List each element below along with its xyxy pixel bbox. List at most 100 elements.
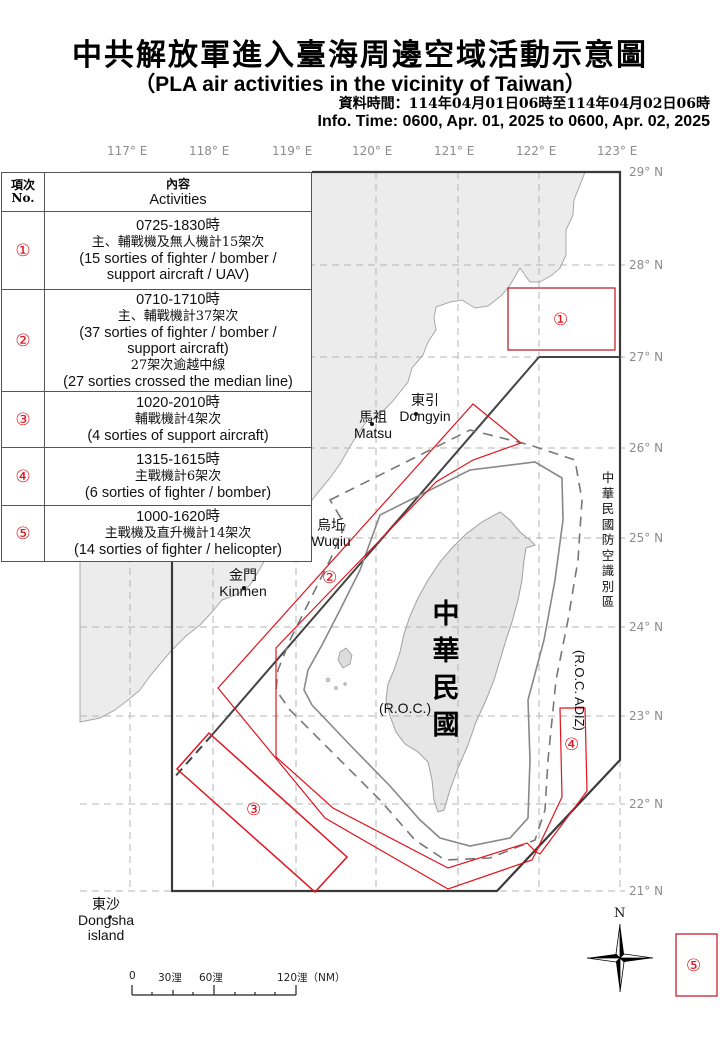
label-adiz-en: (R.O.C. ADIZ) <box>572 650 587 731</box>
label-dongsha-en: Dongsha <box>77 912 135 928</box>
legend-row-4: ④ 1315-1615時 主戰機計6架次 (6 sorties of fight… <box>1 447 312 506</box>
legend-row-number: ① <box>1 211 45 290</box>
row-time: 1020-2010時 <box>136 395 220 411</box>
header-activities-en: Activities <box>149 192 207 208</box>
lon-tick-120: 120° E <box>352 144 393 158</box>
scale-label-30: 30浬 <box>158 972 182 984</box>
legend-header-row: 項次 No. 內容 Activities <box>1 172 312 212</box>
label-matsu: 馬祖 Matsu <box>348 411 398 441</box>
label-matsu-en: Matsu <box>353 425 393 441</box>
lat-tick-21: 21° N <box>629 884 664 898</box>
legend-row-number: ② <box>1 289 45 392</box>
contiguous-zone-line <box>275 429 583 861</box>
lon-tick-119: 119° E <box>272 144 313 158</box>
zone-marker-1: ① <box>553 310 569 330</box>
lat-tick-28: 28° N <box>629 258 664 272</box>
label-wuqiu-zh: 烏坵 <box>317 518 345 534</box>
legend-row-content: 0725-1830時 主、輔戰機及無人機計15架次 (15 sorties of… <box>44 211 312 290</box>
activity-zone-4 <box>535 707 588 855</box>
legend-header-activities: 內容 Activities <box>44 172 312 212</box>
page-title: 中共解放軍進入臺海周邊空域活動示意圖 <box>72 38 648 73</box>
row-zh: 主、輔戰機及無人機計15架次 <box>91 235 265 250</box>
header-no-zh: 項次 <box>10 178 35 192</box>
compass-rose-icon <box>586 923 654 993</box>
label-dongsha-zh: 東沙 <box>92 897 120 913</box>
row-median-zh: 27架次逾越中線 <box>130 357 226 373</box>
label-dongsha-en-cont: island <box>87 927 125 943</box>
row-en-cont: support aircraft / UAV) <box>106 267 250 283</box>
lon-tick-118: 118° E <box>189 144 230 158</box>
legend-row-number: ⑤ <box>1 505 45 562</box>
lon-tick-123: 123° E <box>597 144 638 158</box>
row-zh: 主戰機計6架次 <box>134 469 222 484</box>
lat-tick-26: 26° N <box>629 441 664 455</box>
legend-row-3: ③ 1020-2010時 輔戰機計4架次 (4 sorties of suppo… <box>1 391 312 448</box>
legend-row-5: ⑤ 1000-1620時 主戰機及直升機計14架次 (14 sorties of… <box>1 505 312 562</box>
label-dongyin-zh: 東引 <box>411 393 439 409</box>
row-time: 0725-1830時 <box>136 218 220 234</box>
activity-zone-2 <box>217 403 537 890</box>
row-en-cont: support aircraft) <box>127 340 229 357</box>
row-en: (6 sorties of fighter / bomber) <box>84 485 272 501</box>
row-time: 1315-1615時 <box>136 452 220 468</box>
legend-row-1: ① 0725-1830時 主、輔戰機及無人機計15架次 (15 sorties … <box>1 211 312 290</box>
scale-label-60: 60浬 <box>199 972 223 984</box>
row-en: (37 sorties of fighter / bomber / <box>79 324 277 341</box>
page-subtitle: （PLA air activities in the vicinity of T… <box>134 73 586 96</box>
label-kinmen-zh: 金門 <box>229 568 257 584</box>
activity-zones <box>175 287 718 997</box>
place-dots <box>108 412 418 919</box>
label-kinmen: 金門 Kinmen <box>214 569 272 599</box>
lon-tick-122: 122° E <box>516 144 557 158</box>
activity-zone-1 <box>507 287 616 351</box>
legend-row-number: ③ <box>1 391 45 448</box>
label-dongyin-en: Dongyin <box>399 408 451 424</box>
scale-bar <box>131 985 297 996</box>
penghu-islands <box>325 647 353 690</box>
lon-tick-117: 117° E <box>107 144 148 158</box>
label-dongyin: 東引 Dongyin <box>390 394 460 424</box>
legend-row-content: 1020-2010時 輔戰機計4架次 (4 sorties of support… <box>44 391 312 448</box>
legend-row-content: 1315-1615時 主戰機計6架次 (6 sorties of fighter… <box>44 447 312 506</box>
row-time: 1000-1620時 <box>136 509 220 525</box>
row-zh: 主、輔戰機計37架次 <box>117 308 239 324</box>
row-en: (4 sorties of support aircraft) <box>87 428 269 444</box>
legend-row-2: ② 0710-1710時 主、輔戰機計37架次 (37 sorties of f… <box>1 289 312 392</box>
scale-label-120: 120浬（NM） <box>277 972 346 984</box>
activity-zone-5 <box>675 933 718 997</box>
label-wuqiu-en: Wuqiu <box>311 533 351 549</box>
activities-legend-table: 項次 No. 內容 Activities ① 0725-1830時 主、輔戰機及… <box>1 172 312 562</box>
row-zh: 主戰機及直升機計14架次 <box>104 526 252 541</box>
header-activities-zh: 內容 <box>165 177 190 191</box>
roc-adiz-boundary <box>170 170 622 893</box>
label-kinmen-en: Kinmen <box>219 583 267 599</box>
row-time: 0710-1710時 <box>136 291 220 308</box>
row-median-en: (27 sorties crossed the median line) <box>63 373 293 390</box>
label-matsu-zh: 馬祖 <box>359 410 387 426</box>
lat-tick-27: 27° N <box>629 350 664 364</box>
compass-north-label: N <box>614 906 626 921</box>
label-roc-en: (R.O.C.) <box>379 700 432 716</box>
zone-marker-5: ⑤ <box>686 956 702 976</box>
taiwan-land <box>385 511 536 813</box>
zone-marker-3: ③ <box>246 800 262 820</box>
legend-row-content: 1000-1620時 主戰機及直升機計14架次 (14 sorties of f… <box>44 505 312 562</box>
legend-header-no: 項次 No. <box>1 172 45 212</box>
info-time-zh: 資料時間：114年04月01日06時至114年04月02日06時 <box>338 96 710 112</box>
lat-tick-24: 24° N <box>629 620 664 634</box>
label-dongsha: 東沙 Dongsha island <box>74 898 138 943</box>
label-adiz-zh: 中華民國防空識別區 <box>601 470 615 609</box>
row-zh: 輔戰機計4架次 <box>134 412 222 427</box>
lat-tick-23: 23° N <box>629 709 664 723</box>
row-en: (15 sorties of fighter / bomber / <box>79 251 277 267</box>
median-line <box>211 356 620 736</box>
label-roc-zh: 中華民國 <box>432 599 460 741</box>
header-no-en: No. <box>11 191 35 205</box>
zone-marker-2: ② <box>322 568 338 588</box>
legend-row-number: ④ <box>1 447 45 506</box>
territorial-sea-line <box>303 461 564 847</box>
lat-tick-29: 29° N <box>629 165 664 179</box>
label-wuqiu: 烏坵 Wuqiu <box>306 519 356 549</box>
lat-tick-25: 25° N <box>629 531 664 545</box>
info-time-en: Info. Time: 0600, Apr. 01, 2025 to 0600,… <box>317 113 711 130</box>
